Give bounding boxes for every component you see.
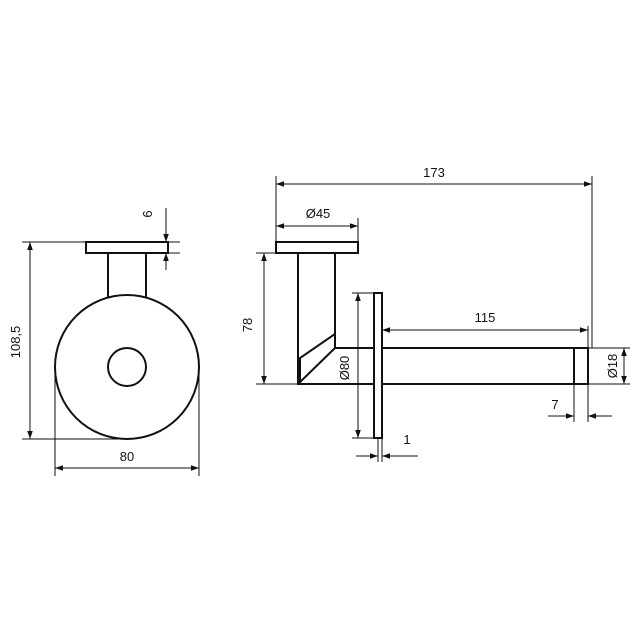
side-view: [275, 241, 589, 439]
dim-label-backplate-thickness: 1: [403, 432, 410, 447]
dim-front-width: 80: [54, 375, 200, 476]
front-view: [54, 241, 200, 440]
dim-label-backplate-diameter: Ø80: [337, 356, 352, 381]
dim-label-overall-length: 173: [423, 165, 445, 180]
dim-label-arm-length: 115: [475, 310, 496, 325]
dim-label-arm-diameter: Ø18: [605, 354, 620, 379]
dim-end-cap-length: 7: [548, 384, 612, 422]
dim-arm-length: 115: [381, 310, 589, 348]
dim-label-front-flange: 6: [140, 210, 155, 217]
side-end-cap: [573, 347, 589, 385]
side-backplate: [373, 292, 383, 439]
front-center-hole: [107, 347, 147, 387]
dim-backplate-diameter: Ø80: [337, 292, 374, 439]
dim-front-flange-thickness: 6: [140, 208, 180, 270]
dim-label-front-height: 108,5: [8, 326, 23, 359]
dim-label-front-width: 80: [120, 449, 134, 464]
dim-backplate-thickness: 1: [356, 432, 418, 462]
side-flange: [275, 241, 359, 254]
dim-post-height: 78: [240, 252, 298, 385]
dim-overall-length: 173: [275, 165, 593, 348]
dim-label-post-height: 78: [240, 318, 255, 332]
dim-label-end-cap-length: 7: [551, 397, 558, 412]
side-arm-body: [297, 251, 336, 385]
side-tube: [381, 347, 575, 385]
dim-front-height: 108,5: [8, 241, 127, 440]
dim-flange-diameter: Ø45: [276, 206, 359, 242]
front-flange: [85, 241, 169, 254]
dim-label-flange-diameter: Ø45: [306, 206, 331, 221]
dim-arm-diameter: Ø18: [588, 347, 630, 385]
